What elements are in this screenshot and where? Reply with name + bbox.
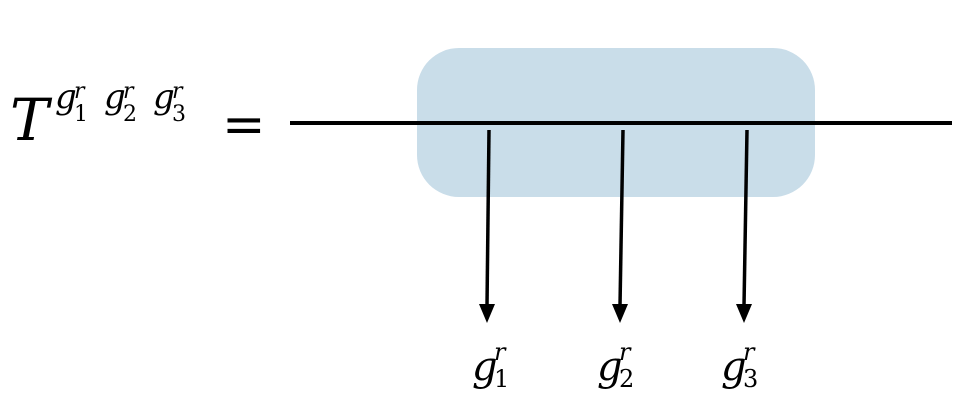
- sup-var-3-sup: r: [172, 79, 184, 104]
- leg-2-arrowhead: [612, 304, 628, 323]
- leg-label-2: g r 2: [597, 338, 634, 393]
- leg-1-arrowhead: [479, 304, 495, 323]
- leg-3-shaft: [742, 129, 749, 307]
- equals-sign: =: [222, 95, 266, 155]
- leg-2-shaft: [618, 129, 625, 307]
- leg-1-shaft: [485, 129, 491, 307]
- sup-var-2-sub: 2: [123, 102, 137, 127]
- leg-label-1-var: g: [472, 344, 498, 390]
- leg-label-2-sub: 2: [619, 365, 634, 393]
- sup-var-2: g: [104, 77, 126, 117]
- sup-var-1-sup: r: [74, 79, 86, 104]
- sup-var-3-sub: 3: [172, 102, 186, 127]
- sup-var-3: g: [153, 77, 175, 117]
- sup-var-2-sup: r: [123, 79, 135, 104]
- leg-label-1: g r 1: [472, 338, 509, 393]
- leg-label-2-sup: r: [619, 338, 632, 366]
- tensor-symbol: T: [10, 86, 53, 154]
- physical-leg-2: [612, 129, 628, 323]
- equation-lhs: T g r 1 g r 2 g r 3 =: [10, 77, 266, 155]
- leg-label-1-sub: 1: [494, 365, 509, 393]
- leg-label-3: g r 3: [721, 338, 758, 393]
- leg-label-3-sub: 3: [743, 365, 758, 393]
- physical-leg-1: [479, 129, 495, 323]
- leg-label-2-var: g: [597, 344, 623, 390]
- leg-label-1-sup: r: [494, 338, 507, 366]
- leg-3-arrowhead: [736, 304, 752, 323]
- sup-var-1-sub: 1: [74, 102, 88, 127]
- leg-label-3-sup: r: [743, 338, 756, 366]
- leg-label-3-var: g: [721, 344, 747, 390]
- sup-var-1: g: [55, 77, 77, 117]
- physical-leg-3: [736, 129, 752, 323]
